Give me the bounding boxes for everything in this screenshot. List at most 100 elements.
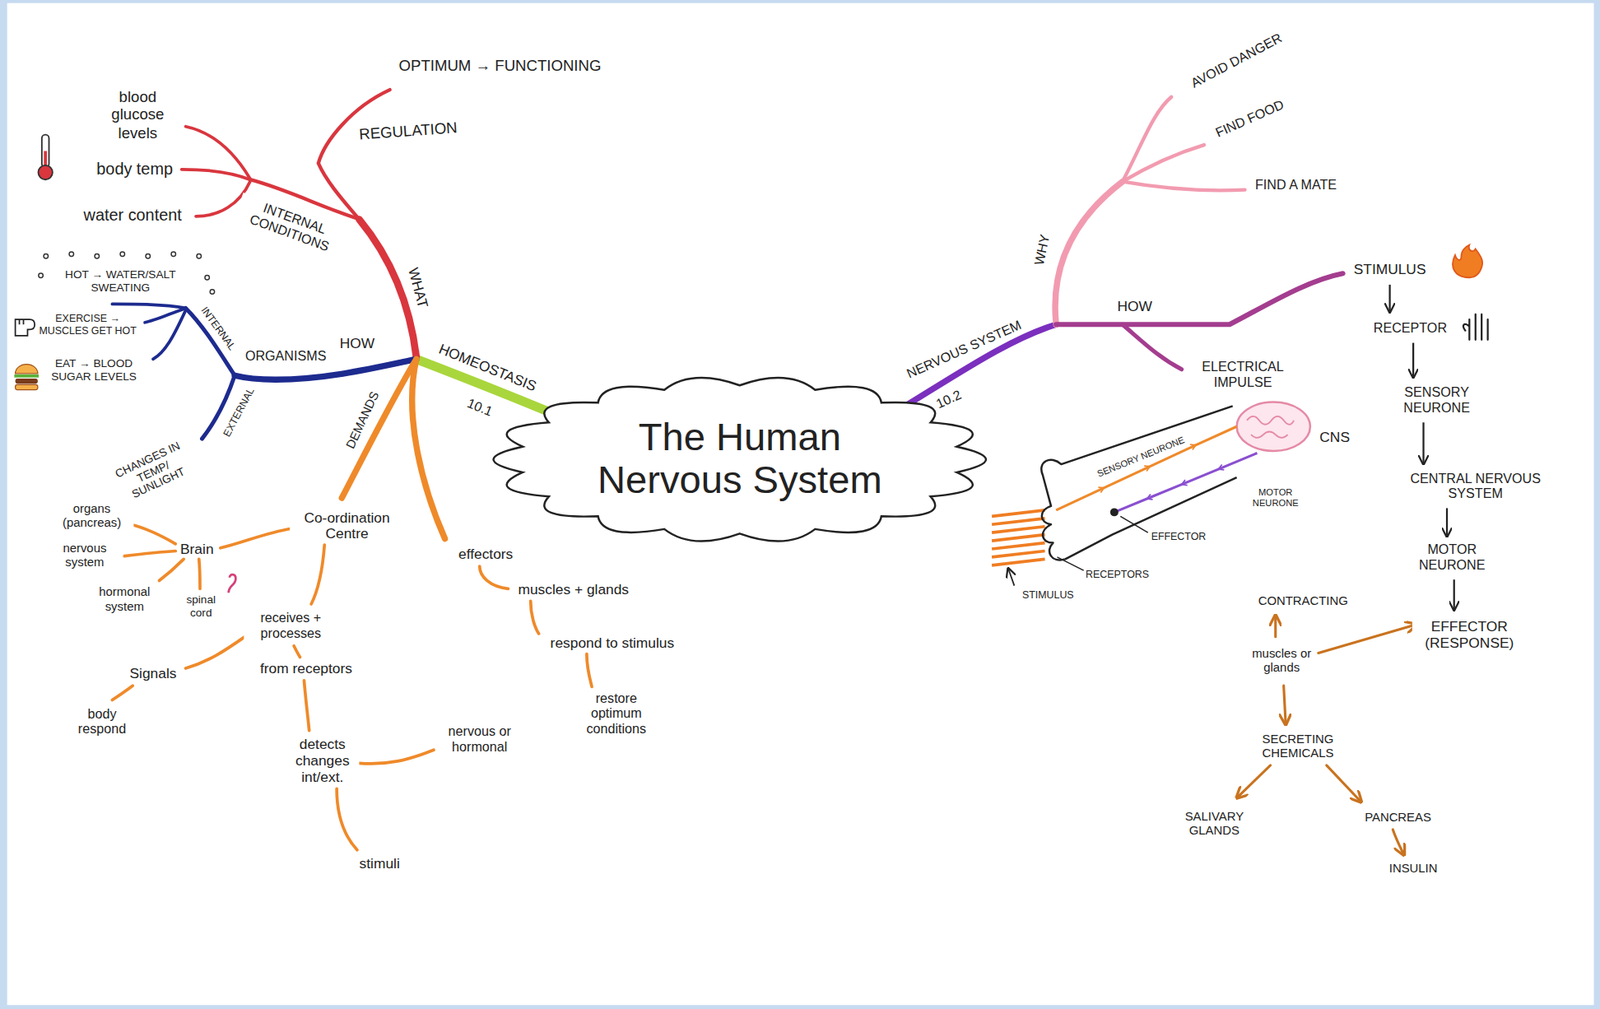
branch-label: SECRETING CHEMICALS <box>1246 732 1350 761</box>
branch-label: Brain <box>179 540 215 558</box>
from-branch <box>293 646 300 658</box>
branch-label: EXTERNAL <box>220 385 257 441</box>
branch-label: 10.1 <box>464 395 496 421</box>
receives-branch <box>311 544 325 605</box>
branch-label: organs (pancreas) <box>50 502 135 531</box>
branch-label: MOTOR NEURONE <box>1249 487 1303 509</box>
branch-label: RECEPTORS <box>1084 568 1150 581</box>
brain-branch <box>220 528 293 549</box>
branch-label: detects changes int/ext. <box>285 735 359 786</box>
organs-branch <box>130 524 177 545</box>
branch-label: SALIVARY GLANDS <box>1172 810 1257 839</box>
orange-arrow <box>1392 829 1405 856</box>
branch-label: STIMULUS <box>1352 260 1427 278</box>
detects-branch <box>303 680 309 731</box>
branch-label: nervous system <box>47 542 121 571</box>
branch-label: hormonal system <box>82 586 167 614</box>
cloud-shape <box>493 377 987 541</box>
branch-label: receives + processes <box>243 611 338 642</box>
branch-label: CONTRACTING <box>1256 595 1349 610</box>
branch-label: STIMULUS <box>1021 589 1075 601</box>
water-drop <box>43 253 48 258</box>
nervous-hormonal-branch <box>358 749 434 764</box>
fist-icon <box>15 319 36 336</box>
branch-label: stimuli <box>358 855 401 872</box>
branch-label: Co-ordination Centre <box>289 509 405 543</box>
branch-label: CENTRAL NERVOUS SYSTEM <box>1398 471 1554 503</box>
branch-label: DEMANDS <box>343 388 383 452</box>
branch-label: INTERNAL <box>198 303 239 354</box>
branch-label: WHY <box>1032 232 1054 268</box>
branch-label: water content <box>82 205 183 225</box>
impulse-branch <box>1122 324 1182 370</box>
food-branch <box>1122 144 1205 182</box>
water-drop <box>120 251 125 256</box>
branch-label: OPTIMUM → FUNCTIONING <box>397 56 602 75</box>
demands-branch <box>341 358 417 498</box>
leader-line <box>1120 516 1148 533</box>
burger-icon <box>13 374 39 378</box>
branch-label: EXERCISE → MUSCLES GET HOT <box>35 312 140 337</box>
arm-outline <box>1041 405 1237 560</box>
how-branch <box>1055 273 1343 325</box>
branch-label: INTERNAL CONDITIONS <box>232 192 351 261</box>
flow-arrow <box>1388 284 1391 312</box>
flow-arrow <box>1412 343 1414 378</box>
reflex-arm-illustration <box>991 401 1311 586</box>
nervous-branch <box>124 550 176 556</box>
leader-line <box>1056 557 1084 571</box>
branch-label: SENSORY NEURONE <box>1094 434 1187 480</box>
brain-folds <box>1246 416 1294 438</box>
hatch-line <box>991 510 1045 517</box>
hormonal-branch <box>158 558 184 581</box>
nervous-system-branches <box>867 97 1344 429</box>
cloud-node: The Human Nervous System <box>493 376 987 543</box>
hatch-line <box>991 534 1045 541</box>
hatch-line <box>991 558 1045 565</box>
branch-label: spinal cord <box>179 593 223 619</box>
orange-arrow <box>1283 685 1286 725</box>
hatch-line <box>991 543 1045 549</box>
orange-arrow <box>1318 624 1417 654</box>
branch-label: respond to stimulus <box>548 634 675 652</box>
branch-label: EFFECTOR (RESPONSE) <box>1412 618 1527 652</box>
water-drop <box>196 253 201 258</box>
branch-label: MOTOR NEURONE <box>1404 543 1499 574</box>
branch-label: effectors <box>457 545 515 563</box>
branch-label: Signals <box>128 665 177 682</box>
branch-label: PANCREAS <box>1363 811 1433 826</box>
branch-label: EAT → BLOOD SUGAR LEVELS <box>41 356 146 382</box>
water-drop <box>69 251 74 256</box>
flame-icon <box>1452 245 1483 279</box>
branch-label: INSULIN <box>1388 862 1439 877</box>
branch-label: restore optimum conditions <box>574 691 659 738</box>
orange-arrow <box>1274 615 1277 638</box>
brain-blob <box>1237 401 1311 452</box>
effectors-branch <box>412 358 446 539</box>
burger-icon <box>15 378 38 384</box>
eat-branch <box>153 310 187 360</box>
branch-label: ORGANISMS <box>244 349 328 366</box>
restore-branch <box>586 654 592 688</box>
effector-dot <box>1110 507 1119 517</box>
branch-label: FIND FOOD <box>1212 97 1288 142</box>
node-title: The Human Nervous System <box>586 416 894 503</box>
branch-label: CNS <box>1318 428 1351 446</box>
branch-label: CHANGES IN TEMP/ SUNLIGHT <box>106 436 200 507</box>
stimulus-branch <box>530 600 540 634</box>
branch-label: HOW <box>338 334 376 352</box>
branch-label: ELECTRICAL IMPULSE <box>1186 360 1301 391</box>
temp-branch <box>181 169 251 180</box>
branch-label: REGULATION <box>357 118 459 144</box>
branch-label: muscles or glands <box>1250 646 1314 675</box>
thermometer-icon <box>37 165 52 180</box>
branch-label: AVOID DANGER <box>1187 30 1286 93</box>
water-drop <box>209 289 214 294</box>
stimulus-arrow <box>1008 568 1014 587</box>
orange-arrow <box>1237 765 1271 799</box>
water-drops <box>38 251 215 294</box>
hatch-line <box>991 550 1045 557</box>
hatch-line <box>991 518 1045 525</box>
